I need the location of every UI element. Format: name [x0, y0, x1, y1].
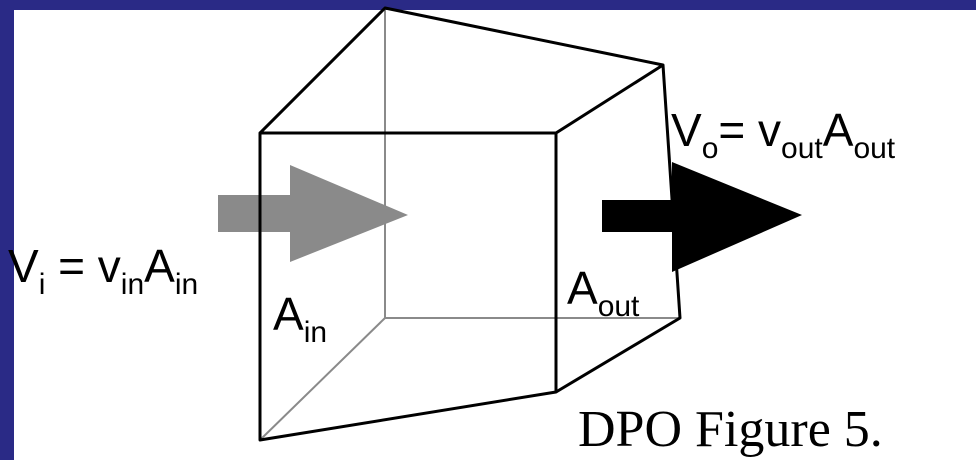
frame-top-border: [0, 0, 976, 10]
inlet-flow-label: Vi = vinAin: [8, 240, 198, 301]
outlet-area-label: Aout: [567, 262, 640, 323]
outlet-face-edge: [555, 64, 682, 394]
outlet-flow-label: Vo= voutAout: [671, 104, 896, 165]
figure-caption: DPO Figure 5.: [578, 401, 883, 458]
inlet-flow-arrow-icon: [218, 165, 408, 262]
outlet-flow-arrow-icon: [602, 162, 802, 272]
frame-left-border: [0, 0, 14, 460]
inlet-area-label: Ain: [273, 288, 327, 349]
top-face: [258, 6, 665, 135]
visible-edges: [258, 6, 682, 442]
hidden-edge-bottom-diagonal: [259, 317, 386, 441]
hidden-edges: [259, 8, 680, 441]
